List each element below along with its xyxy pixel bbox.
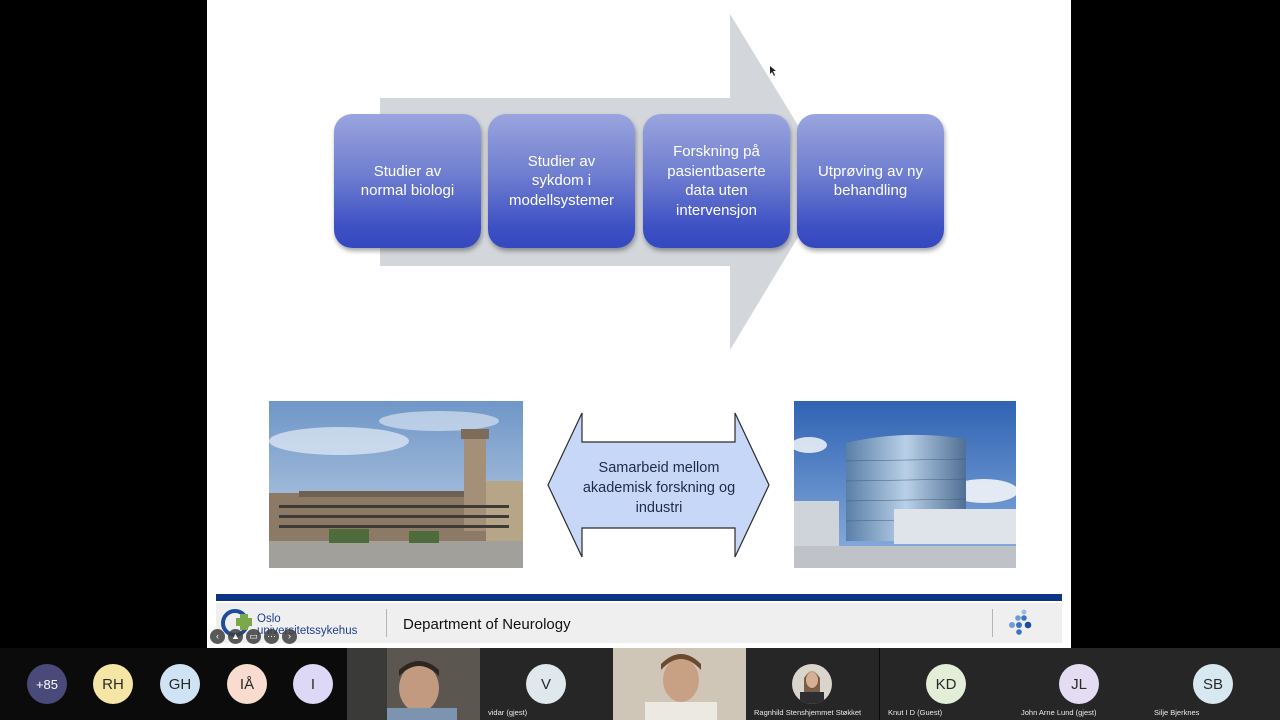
dots-logo-icon xyxy=(1006,608,1036,638)
slide-footer: Oslo universitetssykehus Department of N… xyxy=(216,603,1062,643)
participant-name: vidar (gjest) xyxy=(488,708,527,717)
participant-tile[interactable]: JL John Arne Lund (gjest) xyxy=(1013,648,1146,720)
participant-avatar: JL xyxy=(1059,664,1099,704)
footer-divider xyxy=(992,609,993,637)
step-disease-models: Studier av sykdom i modellsystemer xyxy=(488,114,635,248)
participant-strip: +85 RH GH IÅ I V vidar (gjest) xyxy=(0,648,1280,720)
more-participants-badge[interactable]: +85 xyxy=(27,664,67,704)
footer-department-title: Department of Neurology xyxy=(403,616,571,633)
participant-video-feed xyxy=(347,648,480,720)
participant-video-tile[interactable] xyxy=(613,648,746,720)
slide-controls: ‹ ▲ ▭ ⋯ › xyxy=(210,629,297,644)
participant-avatar[interactable]: RH xyxy=(93,664,133,704)
participant-avatar: V xyxy=(526,664,566,704)
participant-name: John Arne Lund (gjest) xyxy=(1021,708,1096,717)
industry-photo xyxy=(794,401,1016,568)
participant-video-tile[interactable] xyxy=(347,648,480,720)
participant-tile[interactable]: V vidar (gjest) xyxy=(480,648,613,720)
participant-name: Knut I D (Guest) xyxy=(888,708,942,717)
participant-avatar[interactable]: GH xyxy=(160,664,200,704)
participant-name: Silje Bjerknes xyxy=(1154,708,1199,717)
footer-divider xyxy=(386,609,387,637)
participant-tile[interactable]: Ragnhild Stenshjemmet Støkket xyxy=(746,648,879,720)
footer-accent-bar xyxy=(216,594,1062,601)
hospital-photo xyxy=(269,401,523,568)
participant-tile[interactable]: KD Knut I D (Guest) xyxy=(880,648,1013,720)
participant-avatar[interactable]: I xyxy=(293,664,333,704)
participant-video-feed xyxy=(613,648,746,720)
participant-avatar[interactable]: IÅ xyxy=(227,664,267,704)
participant-photo-avatar xyxy=(792,664,832,704)
mouse-cursor-icon xyxy=(769,65,779,77)
participant-tile[interactable]: SB Silje Bjerknes xyxy=(1146,648,1280,720)
captions-icon[interactable]: ▭ xyxy=(246,629,261,644)
participant-avatar: KD xyxy=(926,664,966,704)
more-options-icon[interactable]: ⋯ xyxy=(264,629,279,644)
step-normal-biology: Studier av normal biologi xyxy=(334,114,481,248)
pointer-tool-icon[interactable]: ▲ xyxy=(228,629,243,644)
participant-avatar: SB xyxy=(1193,664,1233,704)
next-slide-icon[interactable]: › xyxy=(282,629,297,644)
previous-slide-icon[interactable]: ‹ xyxy=(210,629,225,644)
participant-name: Ragnhild Stenshjemmet Støkket xyxy=(754,708,861,717)
step-patient-data: Forskning på pasientbaserte data uten in… xyxy=(643,114,790,248)
shared-slide: Studier av normal biologi Studier av syk… xyxy=(207,0,1071,648)
collaboration-text: Samarbeid mellom akademisk forskning og … xyxy=(569,458,749,518)
step-new-treatment: Utprøving av ny behandling xyxy=(797,114,944,248)
